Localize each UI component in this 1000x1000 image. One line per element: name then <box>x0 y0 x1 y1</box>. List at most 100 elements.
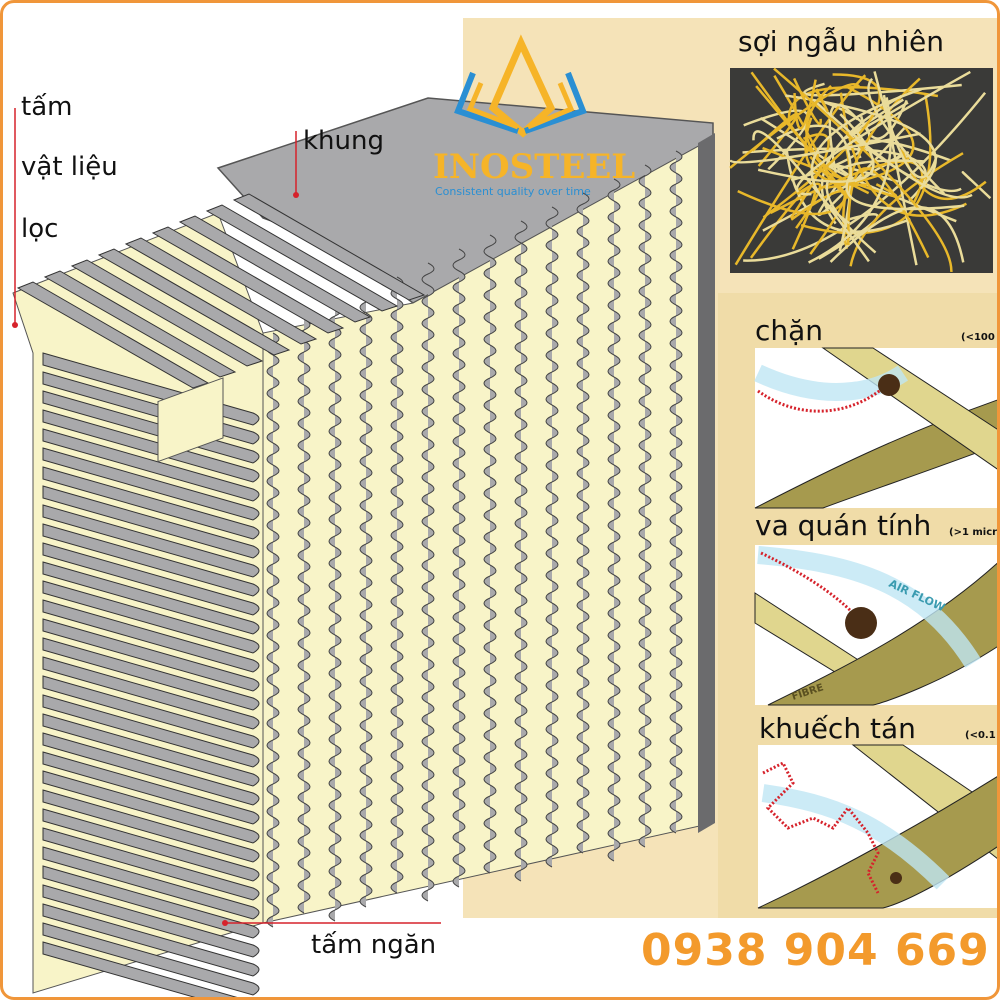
mechanism-interception-image <box>754 347 997 509</box>
fin-top <box>205 204 399 312</box>
label-frame: khung <box>303 126 384 156</box>
fin <box>42 561 260 635</box>
fin <box>42 922 260 996</box>
fin-top <box>232 193 426 301</box>
fibre-strand <box>789 133 830 219</box>
label-separator: tấm ngăn <box>311 930 436 960</box>
logo-tagline: Consistent quality over time <box>435 185 591 198</box>
fin <box>42 694 260 768</box>
fibre-strand <box>815 88 829 113</box>
frame-marker <box>293 192 299 198</box>
pleat <box>638 164 652 848</box>
fin <box>42 884 260 958</box>
pleat <box>545 206 559 868</box>
fibre-strand <box>800 94 932 235</box>
inosteel-logo: INOSTEEL Consistent quality over time <box>433 34 635 198</box>
fin <box>42 637 260 711</box>
mechanism-size-interception: (<100 <box>961 332 995 343</box>
fibre-strand <box>743 91 987 262</box>
fin <box>42 713 260 787</box>
filter-sheet-marker <box>12 322 18 328</box>
fibre-strand <box>857 139 951 162</box>
fin <box>42 618 260 692</box>
pleat <box>359 290 373 908</box>
mechanism-size-impaction: (>1 micr <box>949 527 997 538</box>
mechanism-impaction-image: AIR FLOW FIBRE <box>754 545 997 706</box>
fin <box>42 751 260 825</box>
filter-sheet-tab <box>157 377 224 463</box>
fin <box>42 485 260 559</box>
pleat <box>483 234 497 874</box>
fin <box>42 523 260 597</box>
mechanism-size-diffusion: (<0.1 <box>965 730 996 741</box>
fin-top <box>178 215 372 323</box>
fin-top <box>124 237 318 345</box>
fin <box>42 504 260 578</box>
frame-edge <box>698 133 715 833</box>
fin <box>42 827 260 901</box>
fin <box>42 447 260 521</box>
front-fins <box>16 193 426 997</box>
pleat <box>328 304 342 922</box>
label-filter-sheet-1: tấm <box>21 92 72 122</box>
fibre-strand <box>847 167 930 259</box>
fibre-strands <box>729 67 992 272</box>
mechanism-title-impaction: va quán tính <box>755 509 931 542</box>
filter-box <box>12 97 715 997</box>
pleat <box>390 276 404 894</box>
pleat <box>607 178 621 862</box>
fibre-strand <box>817 124 908 217</box>
fibre-strand <box>849 152 964 267</box>
label-random-fibre: sợi ngẫu nhiên <box>738 25 944 58</box>
fibre-strand <box>757 113 875 183</box>
pleat <box>297 318 311 914</box>
fibre-strand <box>873 71 938 179</box>
mechanism-diffusion-image <box>757 744 997 909</box>
phone-number: 0938 904 669 <box>641 925 990 976</box>
fibre-strand <box>961 170 992 200</box>
pleat <box>576 192 590 854</box>
fin <box>42 808 260 882</box>
label-filter-sheet-3: lọc <box>21 214 58 244</box>
pleat <box>266 332 280 928</box>
fin <box>42 789 260 863</box>
fin <box>42 466 260 540</box>
fibre-strand <box>755 85 849 199</box>
fin-top <box>43 270 237 378</box>
separator-marker <box>222 920 228 926</box>
fin <box>42 846 260 920</box>
fin <box>42 770 260 844</box>
fin <box>42 941 238 997</box>
fin <box>42 580 260 654</box>
fibre-strand <box>795 182 822 229</box>
pleat <box>514 220 528 882</box>
fibre-strand <box>820 94 903 225</box>
fin <box>42 599 260 673</box>
fin <box>42 675 260 749</box>
fibre-strand <box>762 146 898 198</box>
fin <box>42 732 260 806</box>
fibre-strand <box>729 132 921 164</box>
fibre-strand <box>752 130 870 263</box>
pleat <box>421 262 435 902</box>
fibre-strand <box>845 173 965 211</box>
fin-top <box>97 248 291 356</box>
fin <box>42 542 260 616</box>
mechanism-title-interception: chặn <box>755 314 823 347</box>
pleat <box>669 150 683 834</box>
fibre-strand <box>773 67 953 272</box>
logo-name: INOSTEEL <box>433 147 635 187</box>
label-filter-sheet-2: vật liệu <box>21 152 118 182</box>
fibre-strand <box>828 103 859 173</box>
fin <box>42 428 260 502</box>
fin <box>42 865 260 939</box>
fin-top <box>151 226 345 334</box>
fibre-strand <box>793 79 817 130</box>
fibre-strand <box>867 77 946 195</box>
pleat-group <box>266 150 683 928</box>
fin <box>42 903 260 977</box>
fin <box>42 390 260 464</box>
filter-illustration: INOSTEEL Consistent quality over time tấ… <box>12 18 997 997</box>
fin <box>42 409 260 483</box>
